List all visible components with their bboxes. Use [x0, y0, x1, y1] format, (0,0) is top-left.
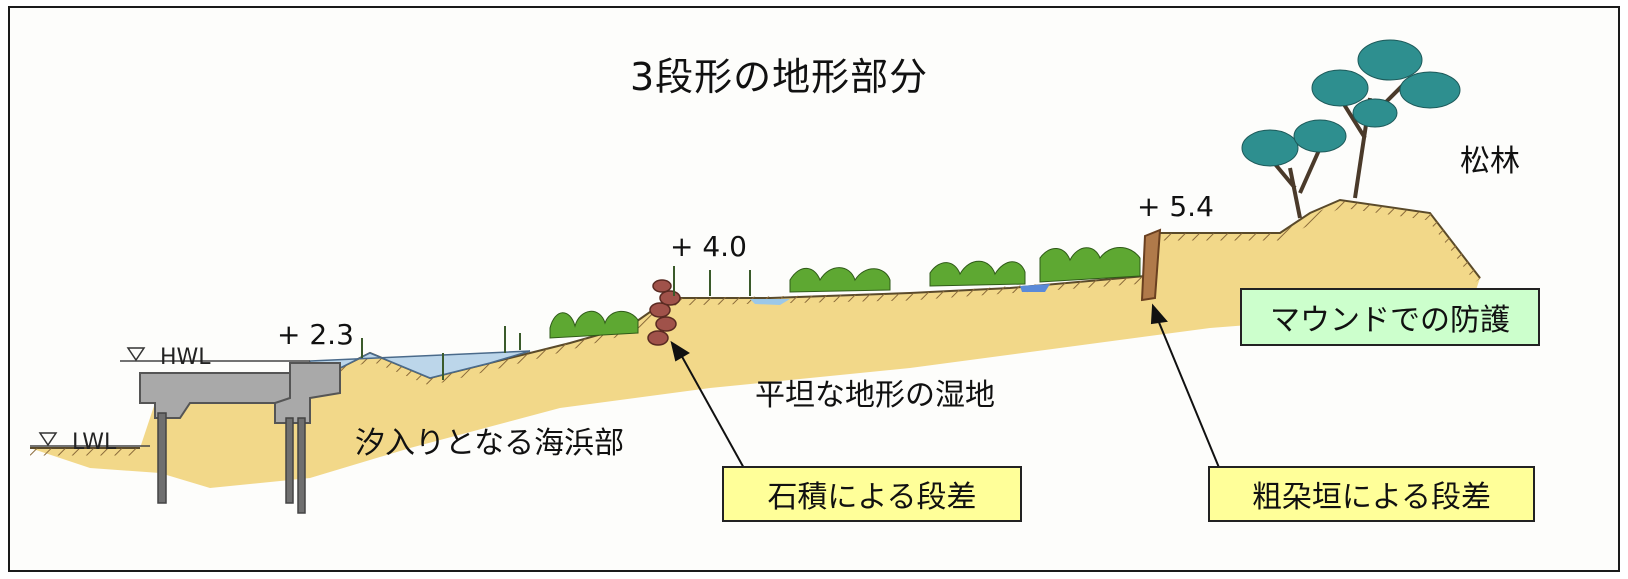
stone-step — [647, 279, 681, 346]
wetland-pond-2 — [1020, 284, 1050, 292]
mound-protection-callout: マウンドでの防護 — [1240, 288, 1540, 346]
lwl-triangle — [38, 432, 58, 447]
diagram-frame: 3段形の地形部分 HWL LWL + 2.3 + 4.0 + 5.4 汐入りとな… — [8, 6, 1620, 572]
diagram-title: 3段形の地形部分 — [630, 55, 929, 99]
elevation-label-4-0: + 4.0 — [670, 230, 747, 263]
sand-terrain — [30, 200, 1480, 488]
seawall-piles — [157, 412, 306, 514]
reeds — [361, 266, 751, 380]
hwl-label: HWL — [160, 345, 211, 370]
callout-arrows — [670, 303, 1221, 471]
beach-zone-label: 汐入りとなる海浜部 — [355, 426, 625, 461]
pine-forest-label: 松林 — [1460, 144, 1520, 179]
brush-fence-callout: 粗朶垣による段差 — [1208, 466, 1535, 522]
brush-fence — [1140, 228, 1162, 302]
elevation-label-2-3: + 2.3 — [277, 318, 354, 351]
cross-section-illustration — [30, 39, 1481, 514]
vegetation — [549, 247, 1141, 339]
pine-canopy — [1241, 39, 1461, 167]
wetland-pond-1 — [750, 299, 790, 305]
stone-step-callout: 石積による段差 — [722, 466, 1022, 522]
ground-hatch — [30, 200, 1481, 456]
seawall-structure — [139, 362, 341, 424]
hwl-triangle — [126, 347, 146, 362]
elevation-label-5-4: + 5.4 — [1137, 190, 1214, 223]
wetland-zone-label: 平坦な地形の湿地 — [755, 378, 995, 413]
lwl-label: LWL — [72, 430, 117, 455]
